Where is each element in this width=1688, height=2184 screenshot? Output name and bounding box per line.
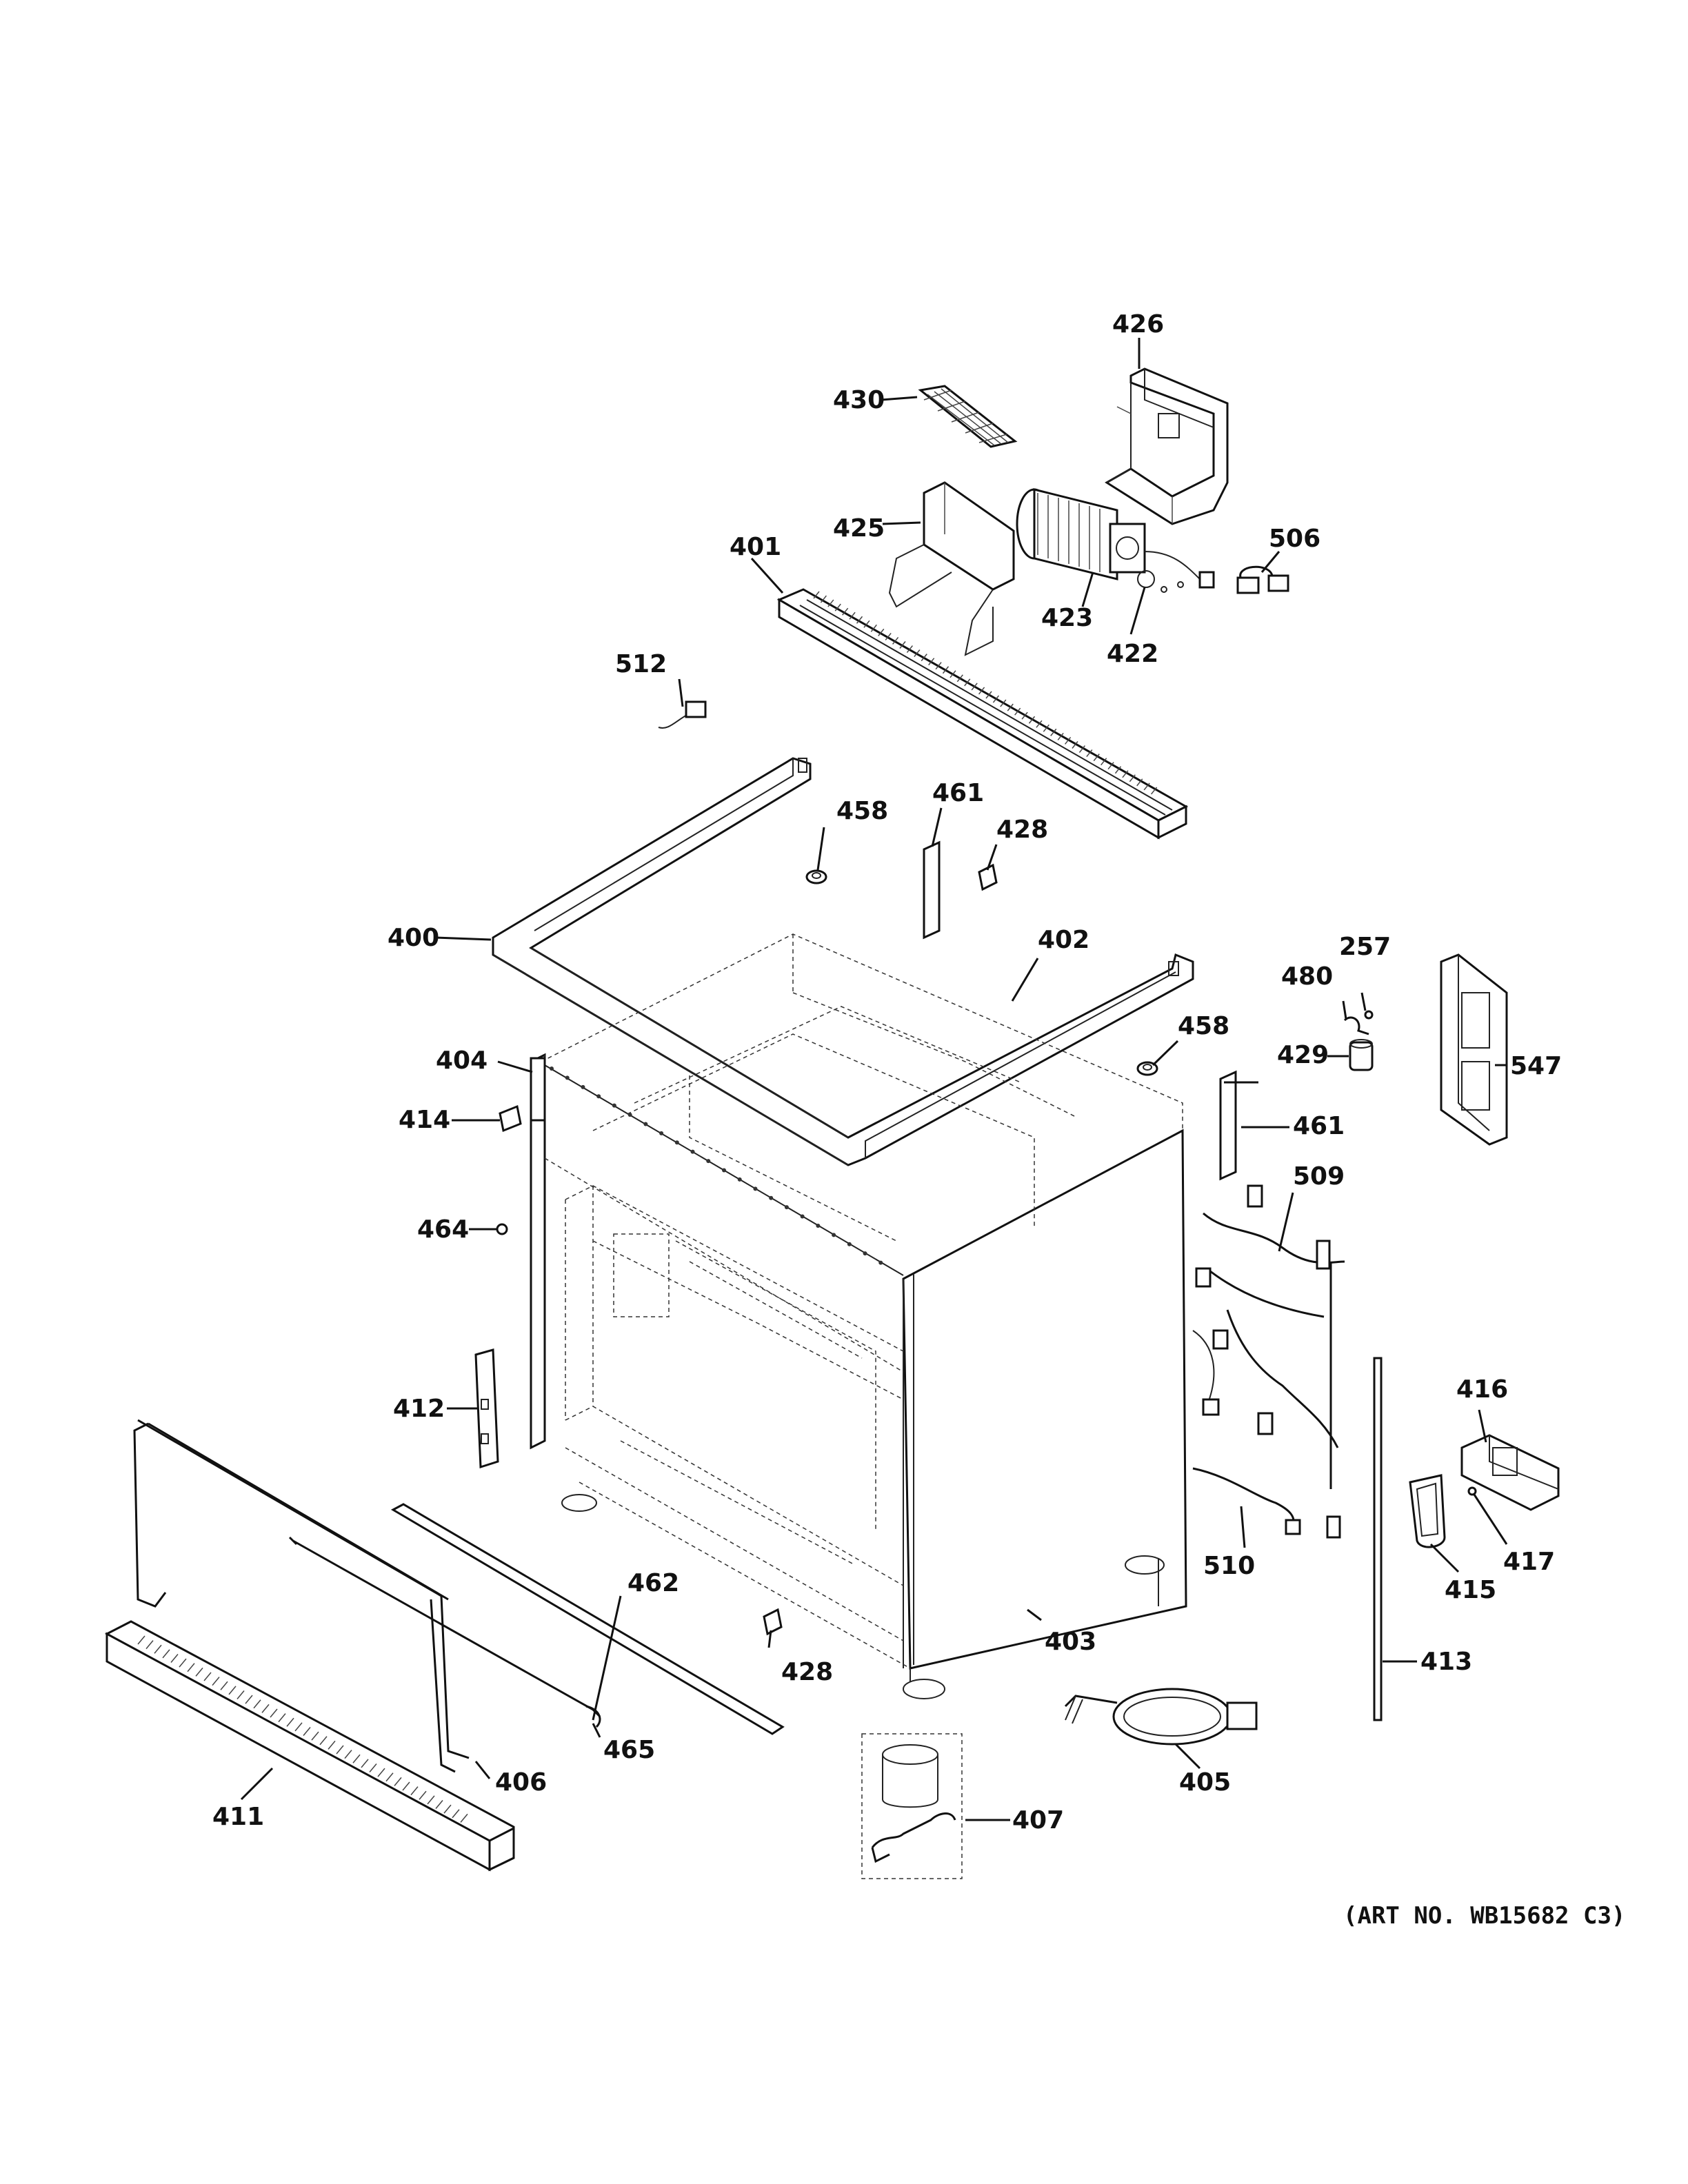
part-411-kick-panel — [104, 1620, 515, 1872]
part-407-tool-kit — [861, 1733, 963, 1879]
part-415-loop-bracket — [1409, 1474, 1446, 1548]
label-414: 414 — [399, 1106, 450, 1134]
label-462: 462 — [627, 1569, 679, 1597]
part-509-main-harness — [1192, 1184, 1345, 1539]
part-458-grommet-top — [805, 869, 827, 884]
label-400: 400 — [388, 924, 439, 952]
label-458-top: 458 — [836, 797, 888, 825]
label-423: 423 — [1041, 604, 1093, 632]
label-405: 405 — [1179, 1768, 1231, 1797]
part-400-top-frame — [492, 757, 1194, 1166]
label-412: 412 — [393, 1395, 445, 1423]
part-458-grommet-side — [1136, 1061, 1158, 1076]
leader-lines — [240, 338, 1508, 1821]
part-413-rod — [1373, 1357, 1383, 1721]
part-422-motor-mount — [1137, 570, 1184, 593]
label-413: 413 — [1420, 1648, 1472, 1676]
part-404-side-bracket — [530, 1057, 546, 1122]
label-406: 406 — [495, 1768, 547, 1797]
part-506-wire-harness — [1236, 565, 1289, 594]
part-428-clip-bottom — [763, 1608, 783, 1636]
part-414-latch — [499, 1104, 522, 1133]
label-429: 429 — [1277, 1041, 1329, 1069]
label-428-top: 428 — [996, 816, 1048, 844]
label-416: 416 — [1456, 1375, 1508, 1404]
label-512: 512 — [615, 650, 667, 678]
part-465-seal — [288, 1536, 601, 1728]
part-461-strip-side — [1219, 1070, 1237, 1181]
label-458-side: 458 — [1178, 1012, 1229, 1040]
label-428-bottom: 428 — [781, 1658, 833, 1686]
part-430-filter-mesh — [918, 385, 1018, 448]
label-509: 509 — [1293, 1162, 1345, 1191]
label-425: 425 — [833, 514, 885, 543]
label-403: 403 — [1045, 1628, 1096, 1656]
part-547-control-board — [1440, 953, 1508, 1146]
part-403-cabinet-body — [530, 933, 1187, 1699]
label-461-side: 461 — [1293, 1112, 1345, 1140]
label-547: 547 — [1510, 1052, 1562, 1080]
part-423-blower-fan — [1016, 488, 1215, 589]
label-465: 465 — [603, 1736, 655, 1764]
part-461-strip-top — [923, 840, 941, 940]
label-417: 417 — [1503, 1548, 1555, 1576]
part-462-long-strip — [390, 1503, 785, 1735]
part-406-frame-tube — [133, 1419, 601, 1773]
label-506: 506 — [1269, 525, 1320, 553]
label-404: 404 — [436, 1046, 488, 1075]
label-411: 411 — [212, 1803, 264, 1831]
part-464-plug — [496, 1223, 508, 1235]
part-405-power-cord — [1064, 1688, 1258, 1746]
label-422: 422 — [1107, 640, 1158, 668]
part-416-bracket — [1460, 1434, 1560, 1511]
label-401: 401 — [730, 533, 781, 561]
part-412-hinge-receiver — [474, 1348, 499, 1469]
label-461-top: 461 — [932, 779, 984, 807]
label-430: 430 — [833, 386, 885, 414]
label-257: 257 — [1339, 933, 1391, 961]
label-510: 510 — [1203, 1552, 1255, 1580]
label-426: 426 — [1112, 310, 1164, 338]
part-401-vent-trim — [776, 588, 1189, 840]
part-426-blower-bracket — [1105, 367, 1229, 525]
label-402: 402 — [1038, 926, 1089, 954]
label-407: 407 — [1012, 1806, 1064, 1834]
art-number: (ART NO. WB15682 C3) — [1343, 1902, 1625, 1930]
part-510-harness — [1192, 1467, 1301, 1535]
part-429-capacitor — [1349, 1039, 1374, 1071]
label-464: 464 — [417, 1215, 469, 1244]
part-257-screw — [1364, 1010, 1374, 1020]
part-480-clamp — [1343, 1016, 1369, 1035]
label-415: 415 — [1445, 1576, 1496, 1604]
part-512-sensor — [658, 700, 707, 729]
part-417-screw — [1467, 1486, 1477, 1496]
label-480: 480 — [1281, 962, 1333, 991]
part-labels: 426 430 425 401 506 423 422 512 458 461 … — [212, 310, 1562, 1834]
part-425-duct — [888, 481, 1015, 656]
